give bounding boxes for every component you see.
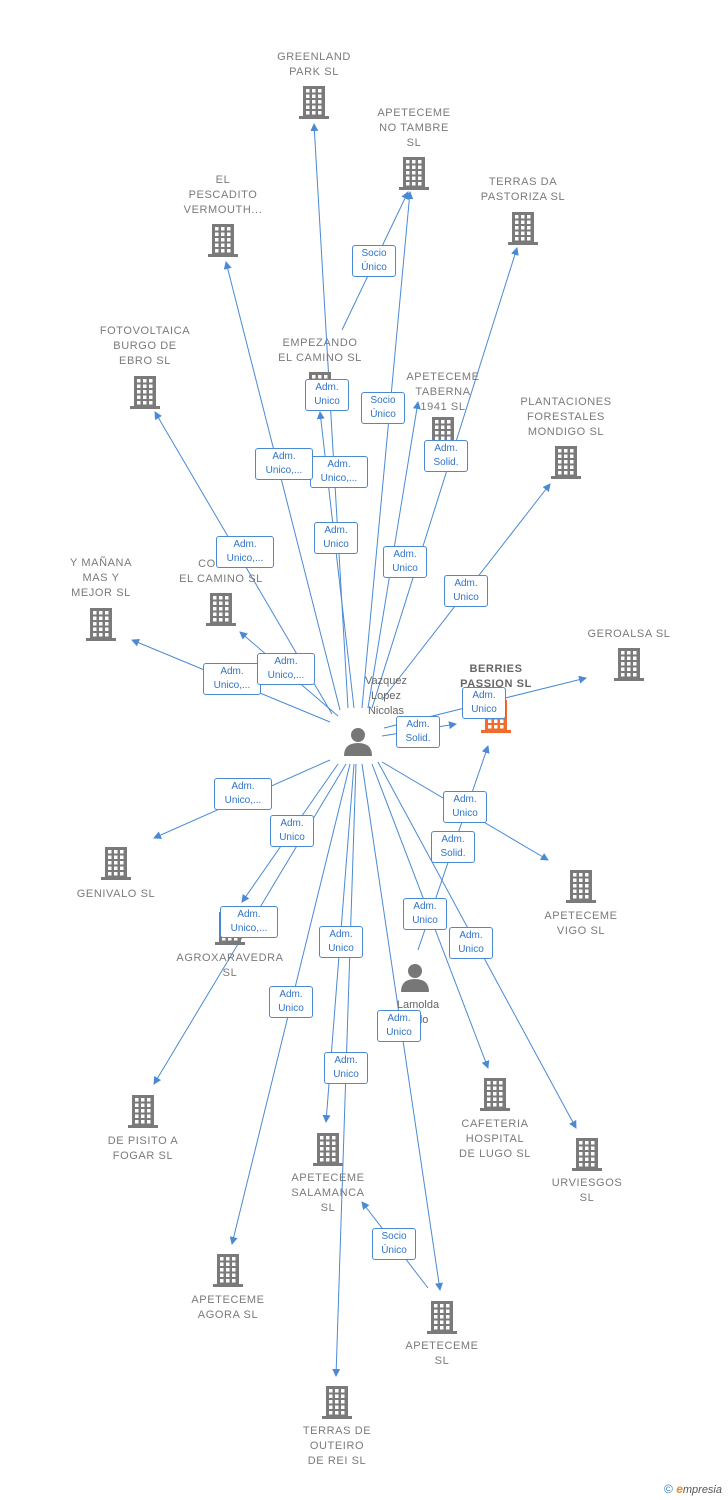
building-icon[interactable] xyxy=(299,86,329,119)
company-label-c09[interactable]: Y MAÑANA MAS Y MEJOR SL xyxy=(69,557,133,599)
edge-role-label: Adm. Unico xyxy=(443,791,487,823)
edge-p1-c02 xyxy=(361,191,414,709)
brand-name: mpresia xyxy=(682,1484,722,1496)
edge-p1-c03 xyxy=(371,247,519,709)
building-icon[interactable] xyxy=(128,1095,158,1128)
edge-role-label: Adm. Unico xyxy=(319,926,363,958)
building-icon[interactable] xyxy=(399,157,429,190)
edge-role-label: Adm. Unico,... xyxy=(310,456,368,488)
edge-role-label: Adm. Unico xyxy=(324,1052,368,1084)
edge-role-label: Socio Único xyxy=(352,245,396,277)
edge-p1-c04 xyxy=(223,261,341,711)
company-label-c13[interactable]: GENIVALO SL xyxy=(76,888,156,900)
building-icon[interactable] xyxy=(566,870,596,903)
building-icon[interactable] xyxy=(551,446,581,479)
person-icon[interactable] xyxy=(401,964,429,992)
building-icon[interactable] xyxy=(480,1078,510,1111)
company-label-c20[interactable]: APETECEME AGORA SL xyxy=(191,1294,265,1321)
company-label-c17[interactable]: CAFETERIA HOSPITAL DE LUGO SL xyxy=(458,1118,532,1160)
company-label-c05[interactable]: FOTOVOLTAICA BURGO DE EBRO SL xyxy=(99,325,191,367)
edge-role-label: Adm. Unico xyxy=(377,1010,421,1042)
edge-role-label: Socio Único xyxy=(372,1228,416,1260)
company-label-c04[interactable]: EL PESCADITO VERMOUTH... xyxy=(183,174,263,216)
edge-role-label: Adm. Unico,... xyxy=(220,906,278,938)
edge-role-label: Adm. Unico xyxy=(444,575,488,607)
building-icon[interactable] xyxy=(213,1254,243,1287)
edge-role-label: Adm. Unico,... xyxy=(216,536,274,568)
footer-brand: © empresia xyxy=(664,1482,722,1496)
building-icon[interactable] xyxy=(427,1301,457,1334)
edge-role-label: Adm. Solid. xyxy=(424,440,468,472)
building-icon[interactable] xyxy=(130,376,160,409)
building-icon[interactable] xyxy=(572,1138,602,1171)
edge-role-label: Adm. Unico,... xyxy=(214,778,272,810)
company-label-c22[interactable]: TERRAS DE OUTEIRO DE REI SL xyxy=(302,1425,372,1467)
building-icon[interactable] xyxy=(101,847,131,880)
company-label-c08[interactable]: PLANTACIONES FORESTALES MONDIGO SL xyxy=(520,396,612,438)
company-label-c21[interactable]: APETECEME SL xyxy=(405,1340,479,1367)
edge-role-label: Adm. Unico,... xyxy=(257,653,315,685)
edge-role-label: Adm. Unico xyxy=(449,927,493,959)
building-icon[interactable] xyxy=(508,212,538,245)
company-label-c06[interactable]: EMPEZANDO EL CAMINO SL xyxy=(278,337,362,364)
company-label-c07[interactable]: APETECEME TABERNA 1941 SL xyxy=(406,371,480,413)
building-icon[interactable] xyxy=(614,648,644,681)
edge-role-label: Socio Único xyxy=(361,392,405,424)
company-label-c01[interactable]: GREENLAND PARK SL xyxy=(277,51,351,78)
brand-e-logo: e xyxy=(676,1482,683,1496)
building-icon[interactable] xyxy=(206,593,236,626)
edge-role-label: Adm. Unico xyxy=(305,379,349,411)
company-label-c14[interactable]: AGROXARAVEDRA SL xyxy=(176,952,284,979)
edge-role-label: Adm. Unico xyxy=(270,815,314,847)
edge-role-label: Adm. Unico xyxy=(403,898,447,930)
edge-role-label: Adm. Unico,... xyxy=(203,663,261,695)
company-label-c03[interactable]: TERRAS DA PASTORIZA SL xyxy=(480,176,566,203)
edge-role-label: Adm. Unico xyxy=(269,986,313,1018)
copyright-symbol: © xyxy=(664,1482,673,1496)
icons-layer xyxy=(86,86,644,1419)
edge-role-label: Adm. Solid. xyxy=(431,831,475,863)
building-icon[interactable] xyxy=(313,1133,343,1166)
company-label-c11[interactable]: GEROALSA SL xyxy=(587,628,671,640)
edge-role-label: Adm. Unico xyxy=(462,687,506,719)
edge-p1-c01 xyxy=(310,123,349,709)
building-icon[interactable] xyxy=(322,1386,352,1419)
building-icon[interactable] xyxy=(86,608,116,641)
edge-role-label: Adm. Solid. xyxy=(396,716,440,748)
company-label-c18[interactable]: URVIESGOS SL xyxy=(551,1177,623,1204)
company-label-c15[interactable]: APETECEME VIGO SL xyxy=(544,910,618,937)
building-icon[interactable] xyxy=(208,224,238,257)
company-label-c02[interactable]: APETECEME NO TAMBRE SL xyxy=(377,107,451,149)
edge-role-label: Adm. Unico xyxy=(383,546,427,578)
company-label-c16[interactable]: DE PISITO A FOGAR SL xyxy=(107,1135,179,1162)
edge-role-label: Adm. Unico xyxy=(314,522,358,554)
company-label-c19[interactable]: APETECEME SALAMANCA SL xyxy=(291,1172,365,1214)
person-icon[interactable] xyxy=(344,728,372,756)
person-label-p1[interactable]: Vazquez Lopez Nicolas xyxy=(365,675,407,717)
edge-role-label: Adm. Unico,... xyxy=(255,448,313,480)
